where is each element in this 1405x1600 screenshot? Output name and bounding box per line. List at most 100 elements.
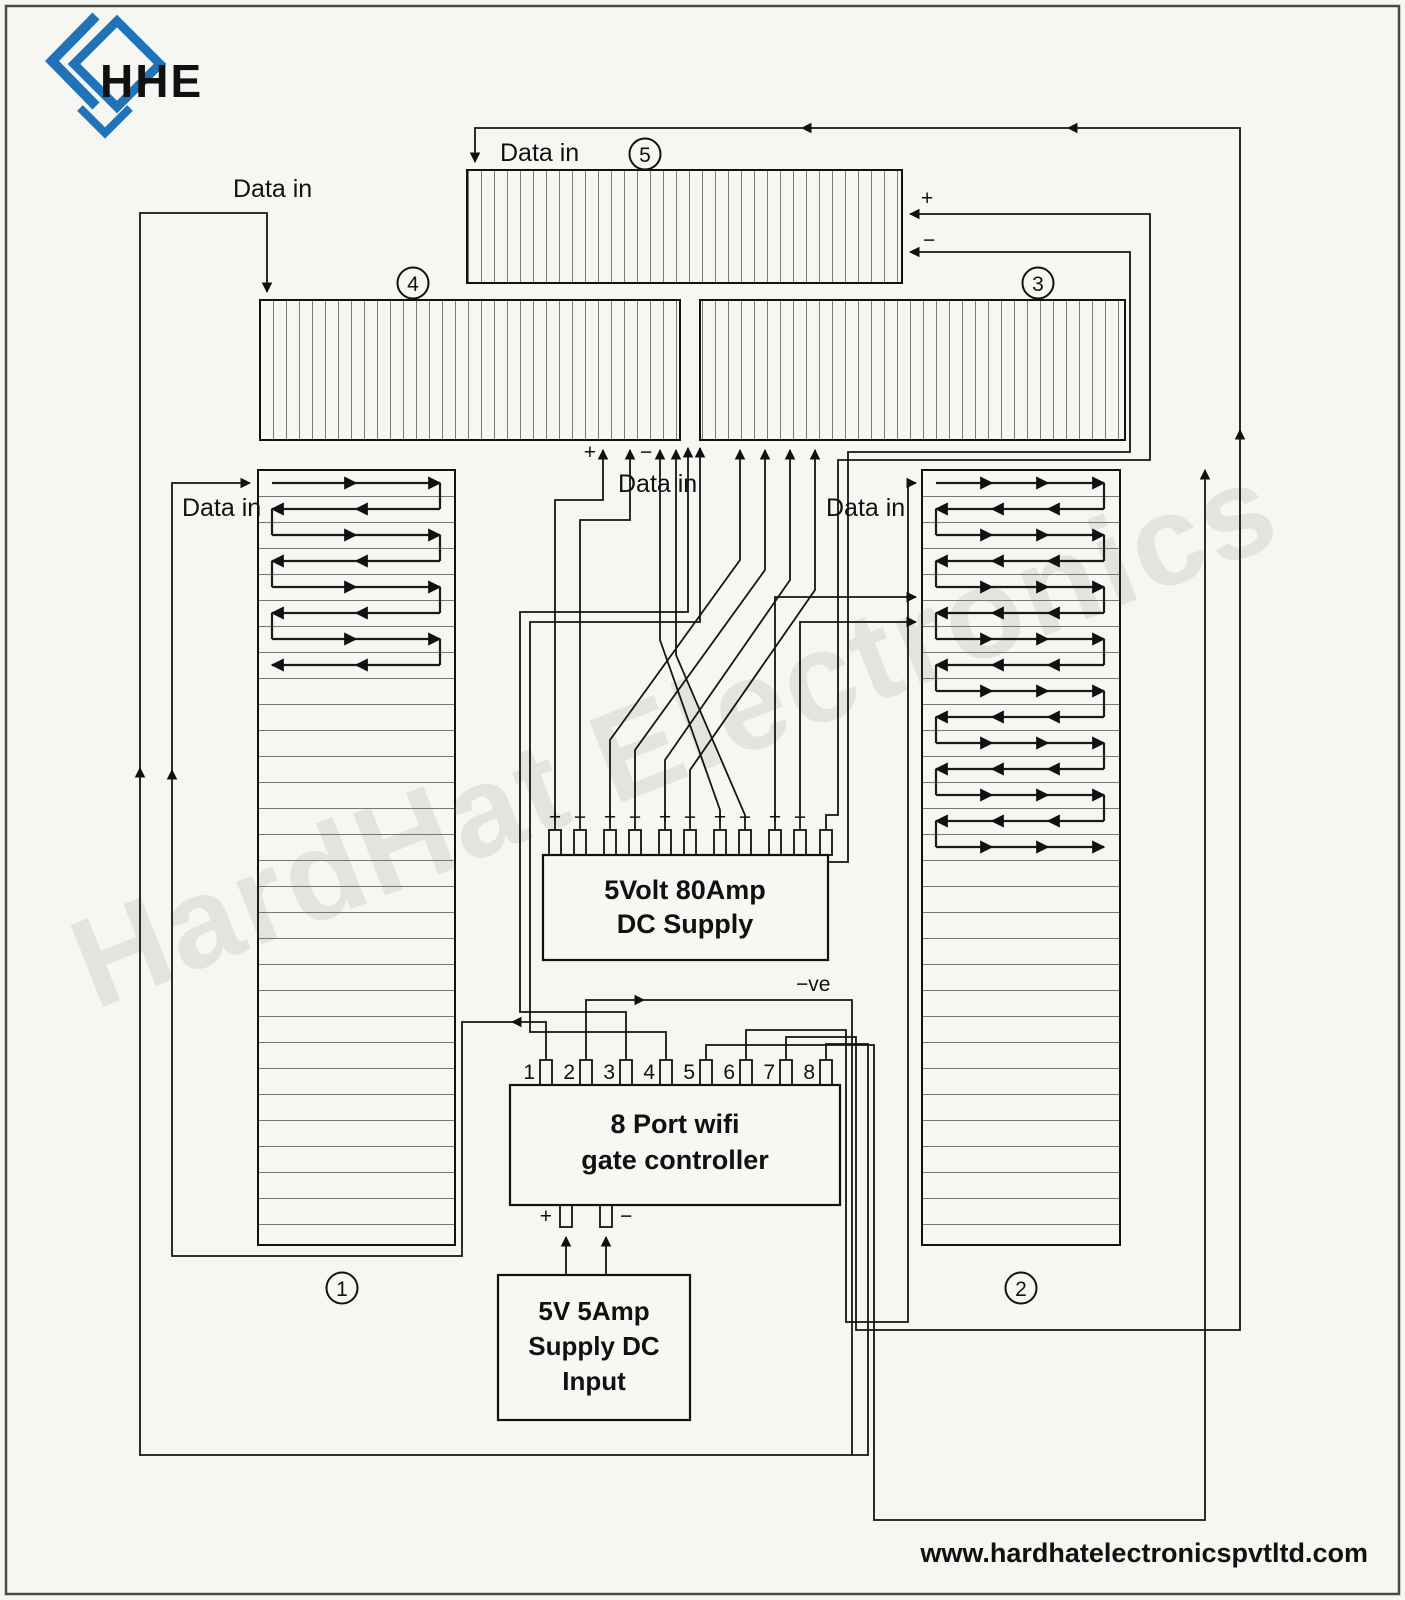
terminal xyxy=(738,829,752,856)
panel-number-2-text: 2 xyxy=(1015,1278,1027,1301)
terminal xyxy=(683,829,697,856)
led-panel-2 xyxy=(921,469,1121,1246)
input-supply-label-line1: 5V 5Amp xyxy=(538,1296,649,1326)
footer-url: www.hardhatelectronicspvtltd.com xyxy=(919,1538,1368,1568)
panel-number-3-text: 3 xyxy=(1032,273,1044,296)
plus-label-panel5: + xyxy=(921,187,933,210)
controller-label-line2: gate controller xyxy=(581,1145,769,1175)
wire xyxy=(664,448,796,830)
wire xyxy=(670,448,746,830)
panel-number-1-text: 1 xyxy=(336,1278,348,1301)
panel-number-4: 4 xyxy=(396,266,430,300)
controller-label-line1: 8 Port wifi xyxy=(610,1109,739,1139)
terminal-polarity-label: + xyxy=(549,806,561,829)
dc-supply-box xyxy=(541,853,830,962)
wire xyxy=(134,766,869,1456)
logo-text: HHE xyxy=(100,55,203,107)
terminal xyxy=(659,1059,673,1086)
wire xyxy=(799,616,918,830)
terminal xyxy=(658,829,672,856)
panel-number-5-text: 5 xyxy=(639,144,651,167)
port-number-label: 2 xyxy=(563,1061,575,1084)
minus-label-panel5: − xyxy=(923,229,935,252)
terminal xyxy=(559,1204,573,1228)
dc-supply-label-line2: DC Supply xyxy=(617,909,754,939)
terminal-polarity-label: + xyxy=(714,806,726,829)
terminal xyxy=(599,1204,613,1228)
led-panel-4 xyxy=(259,299,681,441)
logo-chevron-icon xyxy=(45,12,100,110)
wire xyxy=(139,212,273,768)
port-number-label: 5 xyxy=(683,1061,695,1084)
terminal xyxy=(793,829,807,856)
terminal xyxy=(713,829,727,856)
port-number-label: 4 xyxy=(643,1061,655,1084)
hhe-logo: HHE xyxy=(45,12,203,139)
wire xyxy=(774,591,918,830)
port-number-label: 1 xyxy=(523,1061,535,1084)
terminal xyxy=(548,829,562,856)
dc-supply-label-line1: 5Volt 80Amp xyxy=(604,875,766,905)
wire xyxy=(510,1016,547,1060)
panel-number-5: 5 xyxy=(628,137,662,171)
wire xyxy=(579,448,636,830)
wire xyxy=(828,246,1131,863)
wire xyxy=(634,448,771,830)
wire xyxy=(705,468,1211,1521)
serpentine-arrows xyxy=(270,476,1106,854)
terminal xyxy=(779,1059,793,1086)
data-in-label-panel1: Data in xyxy=(182,494,261,522)
terminal xyxy=(739,1059,753,1086)
port-number-label: 3 xyxy=(603,1061,615,1084)
wire xyxy=(609,448,746,830)
input-supply-label-line2: Supply DC xyxy=(528,1331,660,1361)
terminal xyxy=(603,829,617,856)
data-in-label-panel4: Data in xyxy=(233,175,312,203)
input-supply-label-line3: Input xyxy=(562,1366,626,1396)
terminal xyxy=(619,1059,633,1086)
controller-box xyxy=(508,1083,842,1207)
terminal xyxy=(579,1059,593,1086)
port-number-label: 7 xyxy=(763,1061,775,1084)
terminal-polarity-label: − xyxy=(629,806,641,829)
terminal-polarity-label: + xyxy=(769,806,781,829)
neg-ve-label: −ve xyxy=(796,973,830,996)
terminal xyxy=(819,829,833,856)
wire xyxy=(785,428,1246,1331)
panel-number-2: 2 xyxy=(1004,1271,1038,1305)
logo-check-icon xyxy=(77,105,133,139)
wire xyxy=(644,999,853,1455)
terminal xyxy=(699,1059,713,1086)
panel-number-3: 3 xyxy=(1021,266,1055,300)
plus-label-controller: + xyxy=(540,1205,552,1228)
wire xyxy=(166,768,512,1257)
panel-number-1: 1 xyxy=(325,1271,359,1305)
terminal-polarity-label: − xyxy=(739,806,751,829)
led-panel-1 xyxy=(257,469,456,1246)
terminal xyxy=(819,1059,833,1086)
terminal xyxy=(768,829,782,856)
minus-label-panel4: − xyxy=(640,441,652,464)
terminal xyxy=(628,829,642,856)
wire xyxy=(529,446,706,1060)
wire xyxy=(654,448,721,830)
wire xyxy=(689,448,821,830)
terminal-polarity-label: − xyxy=(574,806,586,829)
terminal-polarity-label: + xyxy=(659,806,671,829)
data-in-label-panel3: Data in xyxy=(618,470,697,498)
terminal-polarity-label: − xyxy=(684,806,696,829)
wiring xyxy=(134,122,1246,1521)
wire xyxy=(585,994,646,1060)
panel-number-4-text: 4 xyxy=(407,273,419,296)
terminal xyxy=(573,829,587,856)
data-in-label-panel5: Data in xyxy=(500,139,579,167)
input-supply-box xyxy=(496,1273,692,1422)
port-number-label: 6 xyxy=(723,1061,735,1084)
wire xyxy=(1066,122,1241,430)
wire xyxy=(825,208,1151,830)
terminal-polarity-label: + xyxy=(604,806,616,829)
port-number-label: 8 xyxy=(803,1061,815,1084)
wire xyxy=(554,448,609,830)
